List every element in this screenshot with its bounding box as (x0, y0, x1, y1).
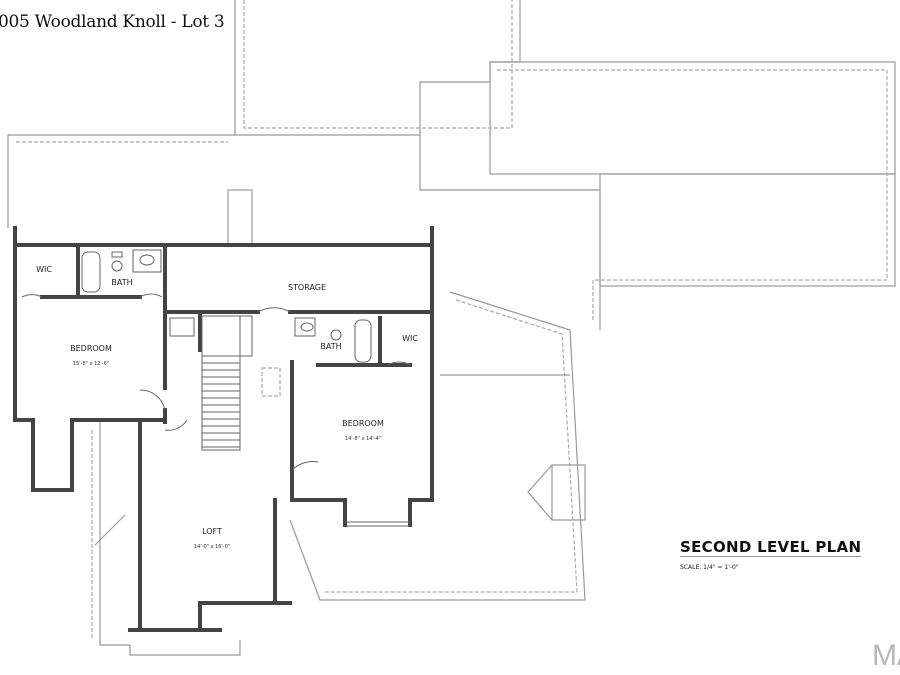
room-labels: WIC BATH STORAGE BEDROOM 15'-8" x 12'-6"… (36, 265, 418, 550)
room-label-bedroom-right: BEDROOM (342, 419, 384, 428)
fixtures (21, 249, 411, 527)
listing-title: 005 Woodland Knoll - Lot 3 (0, 12, 225, 32)
watermark: MA (872, 639, 900, 672)
room-label-wic-left: WIC (36, 265, 52, 274)
room-dims-bedroom-left: 15'-8" x 12'-6" (73, 361, 109, 367)
room-label-bath-left: BATH (111, 278, 132, 287)
room-dims-bedroom-right: 14'-8" x 14'-4" (345, 436, 381, 442)
room-label-loft: LOFT (202, 527, 222, 536)
plan-scale: SCALE: 1/4" = 1'-0" (680, 564, 739, 571)
room-label-storage: STORAGE (288, 283, 326, 292)
room-dims-loft: 14'-0" x 16'-0" (194, 544, 230, 550)
walls (13, 226, 434, 632)
room-label-bedroom-left: BEDROOM (70, 344, 112, 353)
stairs (201, 315, 253, 451)
room-label-wic-right: WIC (402, 334, 418, 343)
room-label-bath-right: BATH (320, 342, 341, 351)
roof-outlines (7, 0, 896, 656)
stair-treads (202, 355, 240, 448)
plan-title: SECOND LEVEL PLAN (680, 538, 862, 557)
